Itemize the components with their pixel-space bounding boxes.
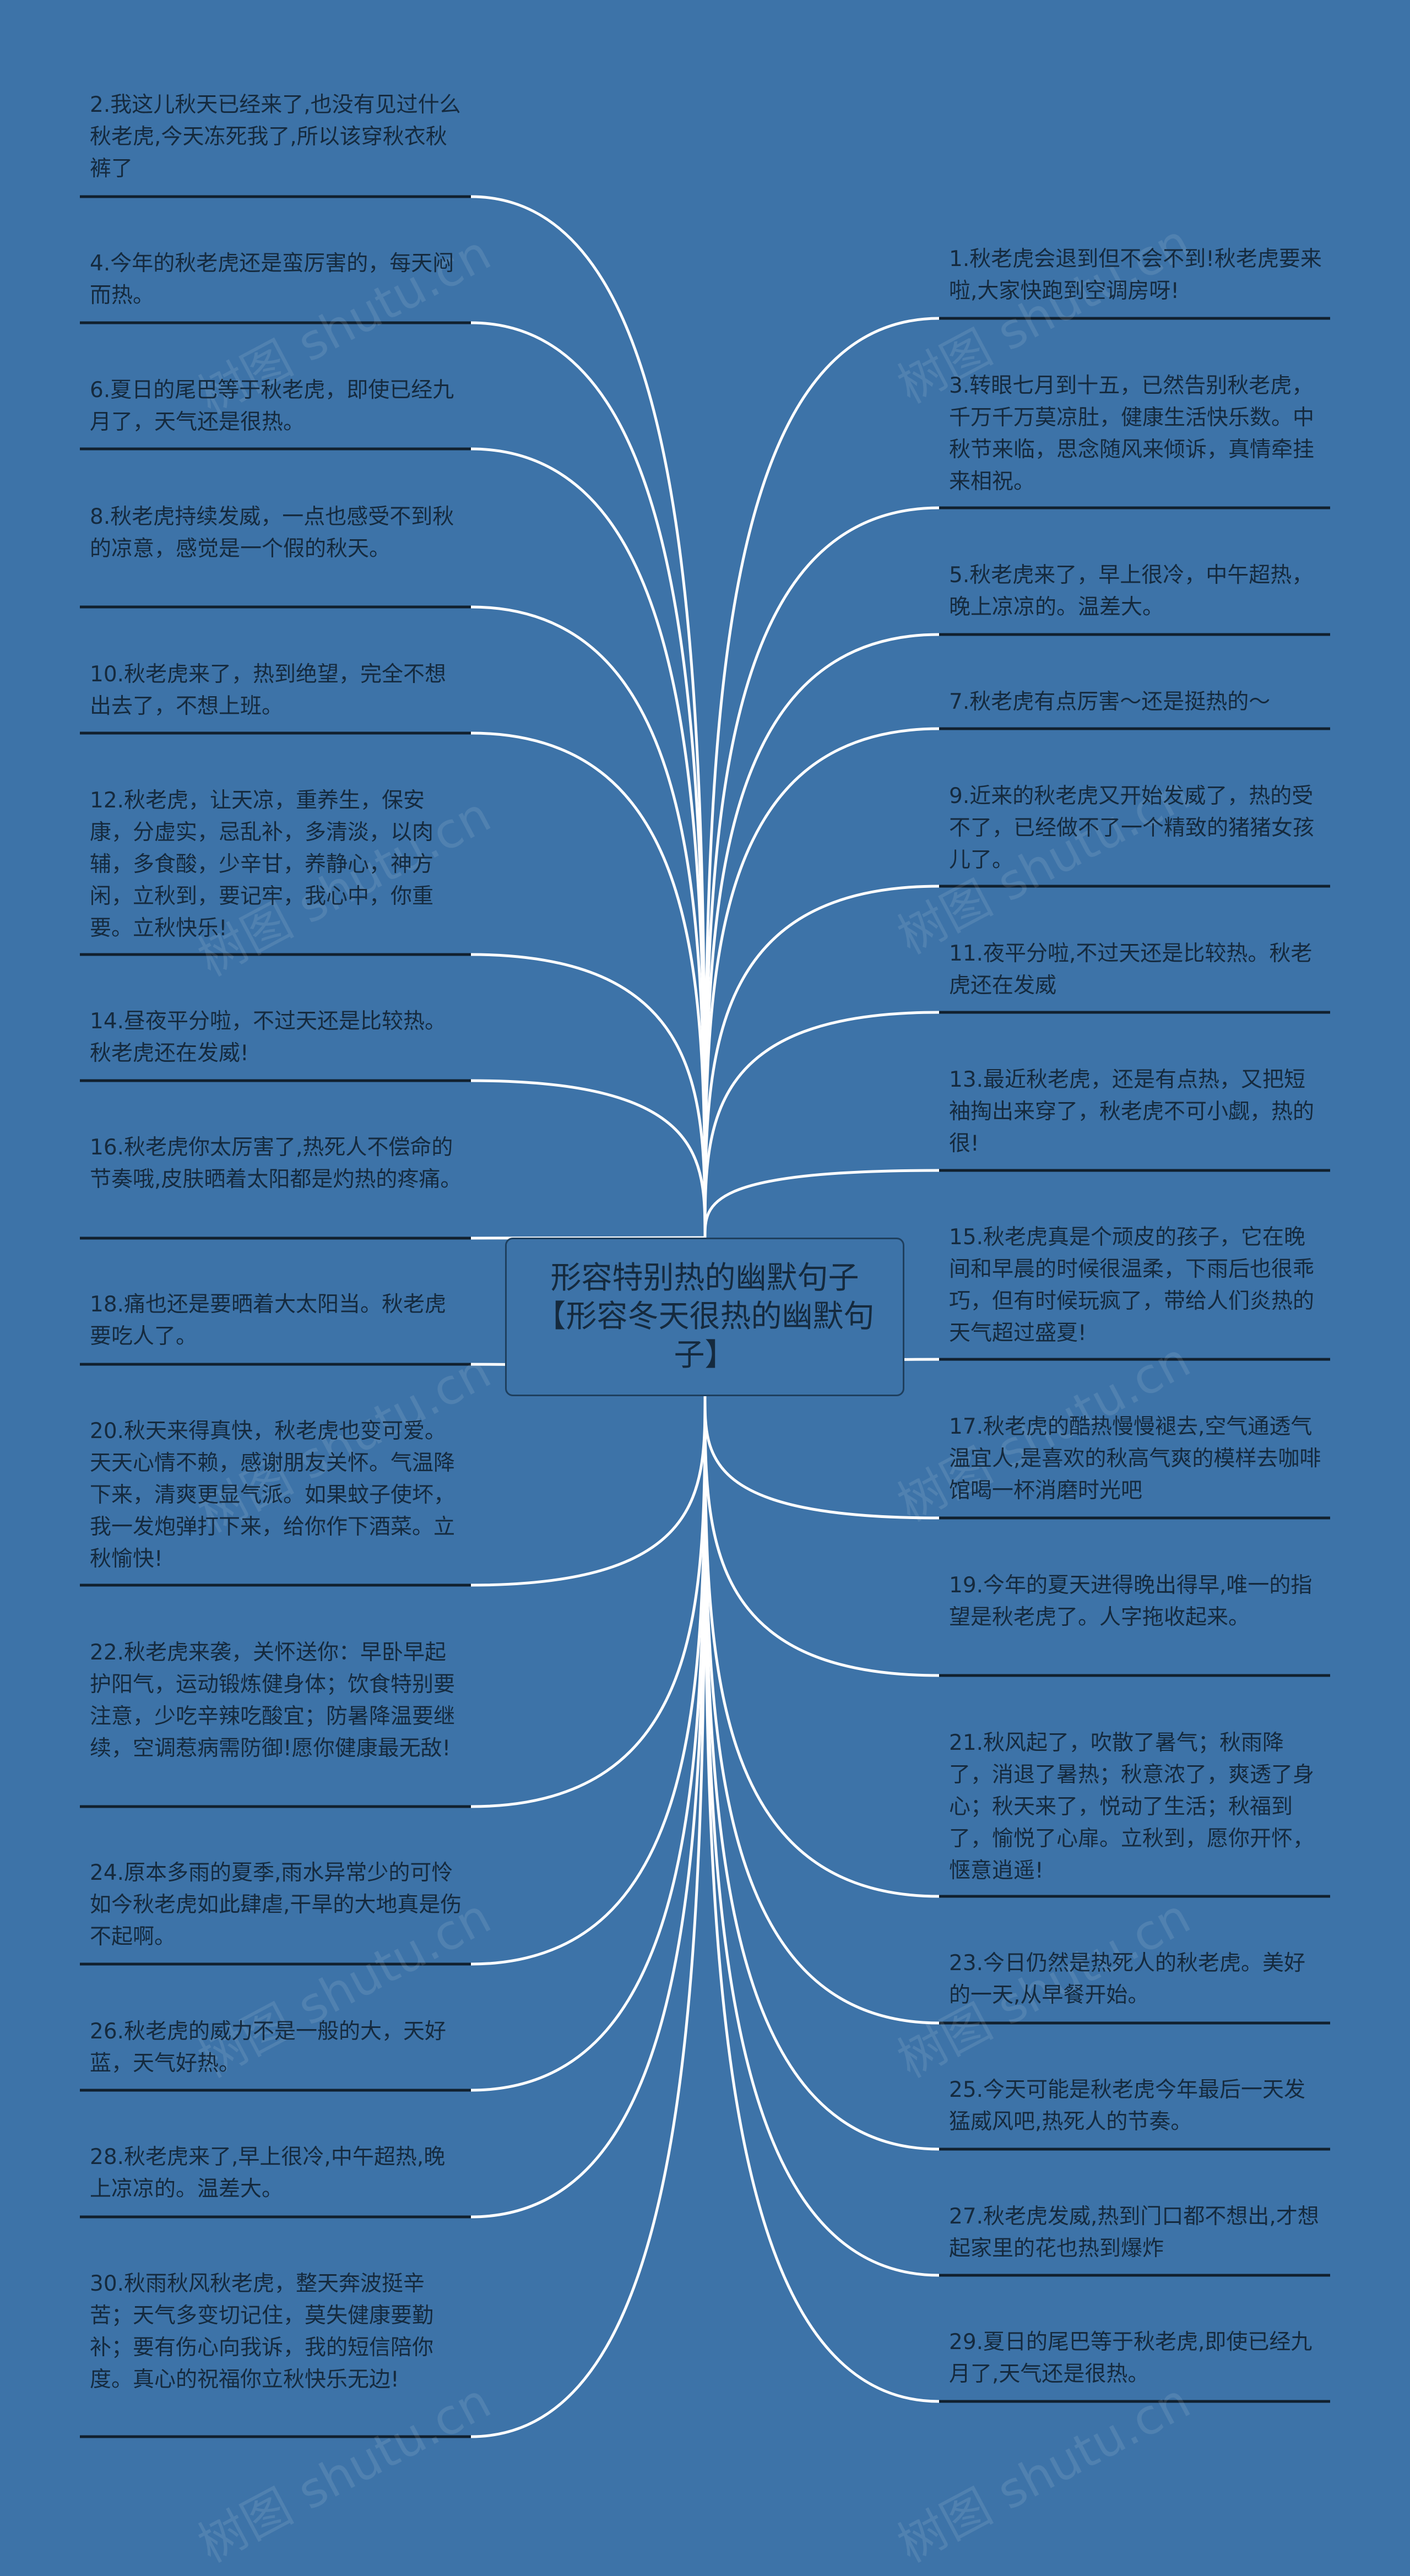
- right-connector-curve: [703, 633, 940, 1238]
- right-branch-node[interactable]: 11.夜平分啦,不过天还是比较热。秋老虎还在发威: [949, 938, 1324, 1002]
- branch-text: 29.夏日的尾巴等于秋老虎,即使已经九月了,天气还是很热。: [949, 2330, 1313, 2387]
- branch-text: 10.秋老虎来了，热到绝望，完全不想出去了，不想上班。: [90, 662, 447, 719]
- right-branch-node[interactable]: 29.夏日的尾巴等于秋老虎,即使已经九月了,天气还是很热。: [949, 2326, 1324, 2390]
- branch-text: 7.秋老虎有点厉害～还是挺热的～: [949, 690, 1271, 714]
- right-branch-node[interactable]: 9.近来的秋老虎又开始发威了，热的受不了，已经做不了一个精致的猪猪女孩儿了。: [949, 780, 1324, 876]
- left-branch-node[interactable]: 2.我这儿秋天已经来了,也没有见过什么秋老虎,今天冻死我了,所以该穿秋衣秋裤了: [90, 89, 464, 185]
- right-connector-curve: [703, 1396, 940, 2403]
- right-branch-node[interactable]: 3.转眼七月到十五，已然告别秋老虎，千万千万莫凉肚，健康生活快乐数。中秋节来临，…: [949, 370, 1324, 498]
- mindmap-canvas: 树图 shutu.cn 树图 shutu.cn 树图 shutu.cn 树图 s…: [80, 89, 1330, 2573]
- left-connector-curve: [470, 1396, 707, 1808]
- left-branch-node[interactable]: 26.秋老虎的威力不是一般的大，天好蓝，天气好热。: [90, 2016, 464, 2080]
- left-branch-node[interactable]: 4.今年的秋老虎还是蛮厉害的，每天闷而热。: [90, 248, 464, 312]
- branch-text: 2.我这儿秋天已经来了,也没有见过什么秋老虎,今天冻死我了,所以该穿秋衣秋裤了: [90, 93, 461, 181]
- right-branch-node[interactable]: 25.今天可能是秋老虎今年最后一天发猛威风吧,热死人的节奏。: [949, 2074, 1324, 2138]
- branch-text: 19.今年的夏天进得晚出得早,唯一的指望是秋老虎了。人字拖收起来。: [949, 1573, 1313, 1630]
- branch-text: 26.秋老虎的威力不是一般的大，天好蓝，天气好热。: [90, 2019, 447, 2076]
- right-branch-node[interactable]: 7.秋老虎有点厉害～还是挺热的～: [949, 686, 1324, 718]
- branch-text: 23.今日仍然是热死人的秋老虎。美好的一天,从早餐开始。: [949, 1951, 1306, 2008]
- left-branch-node[interactable]: 8.秋老虎持续发威，一点也感受不到秋的凉意，感觉是一个假的秋天。: [90, 501, 464, 565]
- right-branch-node[interactable]: 19.今年的夏天进得晚出得早,唯一的指望是秋老虎了。人字拖收起来。: [949, 1570, 1324, 1634]
- branch-text: 18.痛也还是要晒着大太阳当。秋老虎要吃人了。: [90, 1292, 447, 1349]
- left-branch-node[interactable]: 20.秋天来得真快，秋老虎也变可爱。天天心情不赖，感谢朋友关怀。气温降下来，清爽…: [90, 1416, 464, 1575]
- right-branch-node[interactable]: 15.秋老虎真是个顽皮的孩子，它在晚间和早晨的时候很温柔，下雨后也很乖巧，但有时…: [949, 1222, 1324, 1349]
- branch-text: 1.秋老虎会退到但不会不到!秋老虎要来啦,大家快跑到空调房呀!: [949, 247, 1322, 303]
- left-branch-node[interactable]: 28.秋老虎来了,早上很冷,中午超热,晚上凉凉的。温差大。: [90, 2141, 464, 2205]
- branch-text: 14.昼夜平分啦，不过天还是比较热。秋老虎还在发威!: [90, 1009, 447, 1066]
- left-connector-curve: [470, 1396, 707, 1966]
- right-branch-node[interactable]: 5.秋老虎来了，早上很冷，中午超热，晚上凉凉的。温差大。: [949, 560, 1324, 623]
- branch-text: 25.今天可能是秋老虎今年最后一天发猛威风吧,热死人的节奏。: [949, 2078, 1306, 2134]
- right-connector-curve: [703, 1011, 940, 1238]
- branch-text: 20.秋天来得真快，秋老虎也变可爱。天天心情不赖，感谢朋友关怀。气温降下来，清爽…: [90, 1419, 455, 1571]
- branch-text: 22.秋老虎来袭，关怀送你：早卧早起护阳气，运动锻炼健身体；饮食特别要注意，少吃…: [90, 1640, 455, 1761]
- center-topic-label: 形容特别热的幽默句子【形容冬天很热的幽默句子】: [535, 1260, 875, 1373]
- connector-layer: [80, 195, 1330, 2438]
- left-branch-node[interactable]: 16.秋老虎你太厉害了,热死人不偿命的节奏哦,皮肤晒着太阳都是灼热的疼痛。: [90, 1132, 464, 1196]
- branch-text: 30.秋雨秋风秋老虎，整天奔波挺辛苦；天气多变切记住，莫失健康要勤补；要有伤心向…: [90, 2271, 434, 2392]
- branch-text: 6.夏日的尾巴等于秋老虎，即使已经九月了，天气还是很热。: [90, 378, 454, 435]
- right-branch-node[interactable]: 17.秋老虎的酷热慢慢褪去,空气通透气温宜人,是喜欢的秋高气爽的模样去咖啡馆喝一…: [949, 1411, 1324, 1507]
- left-connector-curve: [470, 953, 707, 1238]
- right-branch-node[interactable]: 23.今日仍然是热死人的秋老虎。美好的一天,从早餐开始。: [949, 1948, 1324, 2011]
- branch-text: 17.秋老虎的酷热慢慢褪去,空气通透气温宜人,是喜欢的秋高气爽的模样去咖啡馆喝一…: [949, 1414, 1321, 1503]
- left-branch-node[interactable]: 24.原本多雨的夏季,雨水异常少的可怜如今秋老虎如此肆虐,干旱的大地真是伤不起啊…: [90, 1857, 464, 1953]
- branch-text: 27.秋老虎发威,热到门口都不想出,才想起家里的花也热到爆炸: [949, 2204, 1319, 2261]
- branch-text: 13.最近秋老虎，还是有点热，又把短袖掏出来穿了，秋老虎不可小觑，热的很!: [949, 1067, 1315, 1156]
- right-connector-curve: [703, 1169, 940, 1238]
- branch-text: 16.秋老虎你太厉害了,热死人不偿命的节奏哦,皮肤晒着太阳都是灼热的疼痛。: [90, 1135, 462, 1192]
- branch-text: 5.秋老虎来了，早上很冷，中午超热，晚上凉凉的。温差大。: [949, 563, 1314, 620]
- left-branch-node[interactable]: 22.秋老虎来袭，关怀送你：早卧早起护阳气，运动锻炼健身体；饮食特别要注意，少吃…: [90, 1637, 464, 1765]
- branch-text: 9.近来的秋老虎又开始发威了，热的受不了，已经做不了一个精致的猪猪女孩儿了。: [949, 784, 1315, 872]
- left-branch-node[interactable]: 10.秋老虎来了，热到绝望，完全不想出去了，不想上班。: [90, 659, 464, 723]
- branch-text: 4.今年的秋老虎还是蛮厉害的，每天闷而热。: [90, 251, 454, 308]
- right-connector-curve: [703, 727, 940, 1238]
- left-branch-node[interactable]: 18.痛也还是要晒着大太阳当。秋老虎要吃人了。: [90, 1289, 464, 1353]
- right-connector-curve: [703, 1396, 940, 2277]
- right-connector-curve: [703, 1396, 940, 1520]
- branch-text: 8.秋老虎持续发威，一点也感受不到秋的凉意，感觉是一个假的秋天。: [90, 505, 454, 561]
- left-branch-node[interactable]: 30.秋雨秋风秋老虎，整天奔波挺辛苦；天气多变切记住，莫失健康要勤补；要有伤心向…: [90, 2268, 464, 2396]
- left-branch-node[interactable]: 14.昼夜平分啦，不过天还是比较热。秋老虎还在发威!: [90, 1006, 464, 1070]
- left-connector-curve: [470, 1396, 707, 2438]
- right-branch-node[interactable]: 21.秋风起了，吹散了暑气；秋雨降了，消退了暑热；秋意浓了，爽透了身心；秋天来了…: [949, 1727, 1324, 1887]
- branch-text: 24.原本多雨的夏季,雨水异常少的可怜如今秋老虎如此肆虐,干旱的大地真是伤不起啊…: [90, 1861, 462, 1949]
- left-branch-node[interactable]: 6.夏日的尾巴等于秋老虎，即使已经九月了，天气还是很热。: [90, 375, 464, 438]
- right-connector-curve: [703, 1396, 940, 1677]
- branch-text: 3.转眼七月到十五，已然告别秋老虎，千万千万莫凉肚，健康生活快乐数。中秋节来临，…: [949, 373, 1315, 494]
- right-branch-node[interactable]: 13.最近秋老虎，还是有点热，又把短袖掏出来穿了，秋老虎不可小觑，热的很!: [949, 1064, 1324, 1160]
- branch-text: 28.秋老虎来了,早上很冷,中午超热,晚上凉凉的。温差大。: [90, 2145, 446, 2201]
- left-connector-curve: [470, 447, 707, 1238]
- left-branch-node[interactable]: 12.秋老虎，让天凉，重养生，保安康，分虚实，忌乱补，多清淡，以肉辅，多食酸，少…: [90, 785, 464, 945]
- left-connector-curve: [470, 1396, 707, 1587]
- left-connector-curve: [470, 605, 707, 1238]
- left-connector-curve: [470, 1079, 707, 1238]
- branch-text: 21.秋风起了，吹散了暑气；秋雨降了，消退了暑热；秋意浓了，爽透了身心；秋天来了…: [949, 1731, 1315, 1883]
- branch-text: 15.秋老虎真是个顽皮的孩子，它在晚间和早晨的时候很温柔，下雨后也很乖巧，但有时…: [949, 1225, 1315, 1346]
- center-topic-node[interactable]: 形容特别热的幽默句子【形容冬天很热的幽默句子】: [505, 1238, 904, 1396]
- right-connector-curve: [703, 317, 940, 1238]
- right-branch-node[interactable]: 27.秋老虎发威,热到门口都不想出,才想起家里的花也热到爆炸: [949, 2201, 1324, 2265]
- right-connector-curve: [703, 885, 940, 1238]
- branch-text: 12.秋老虎，让天凉，重养生，保安康，分虚实，忌乱补，多清淡，以肉辅，多食酸，少…: [90, 788, 434, 941]
- right-connector-curve: [703, 1396, 940, 1898]
- left-connector-curve: [470, 731, 707, 1238]
- branch-text: 11.夜平分啦,不过天还是比较热。秋老虎还在发威: [949, 941, 1313, 998]
- right-branch-node[interactable]: 1.秋老虎会退到但不会不到!秋老虎要来啦,大家快跑到空调房呀!: [949, 243, 1324, 307]
- right-connector-curve: [703, 1396, 940, 2025]
